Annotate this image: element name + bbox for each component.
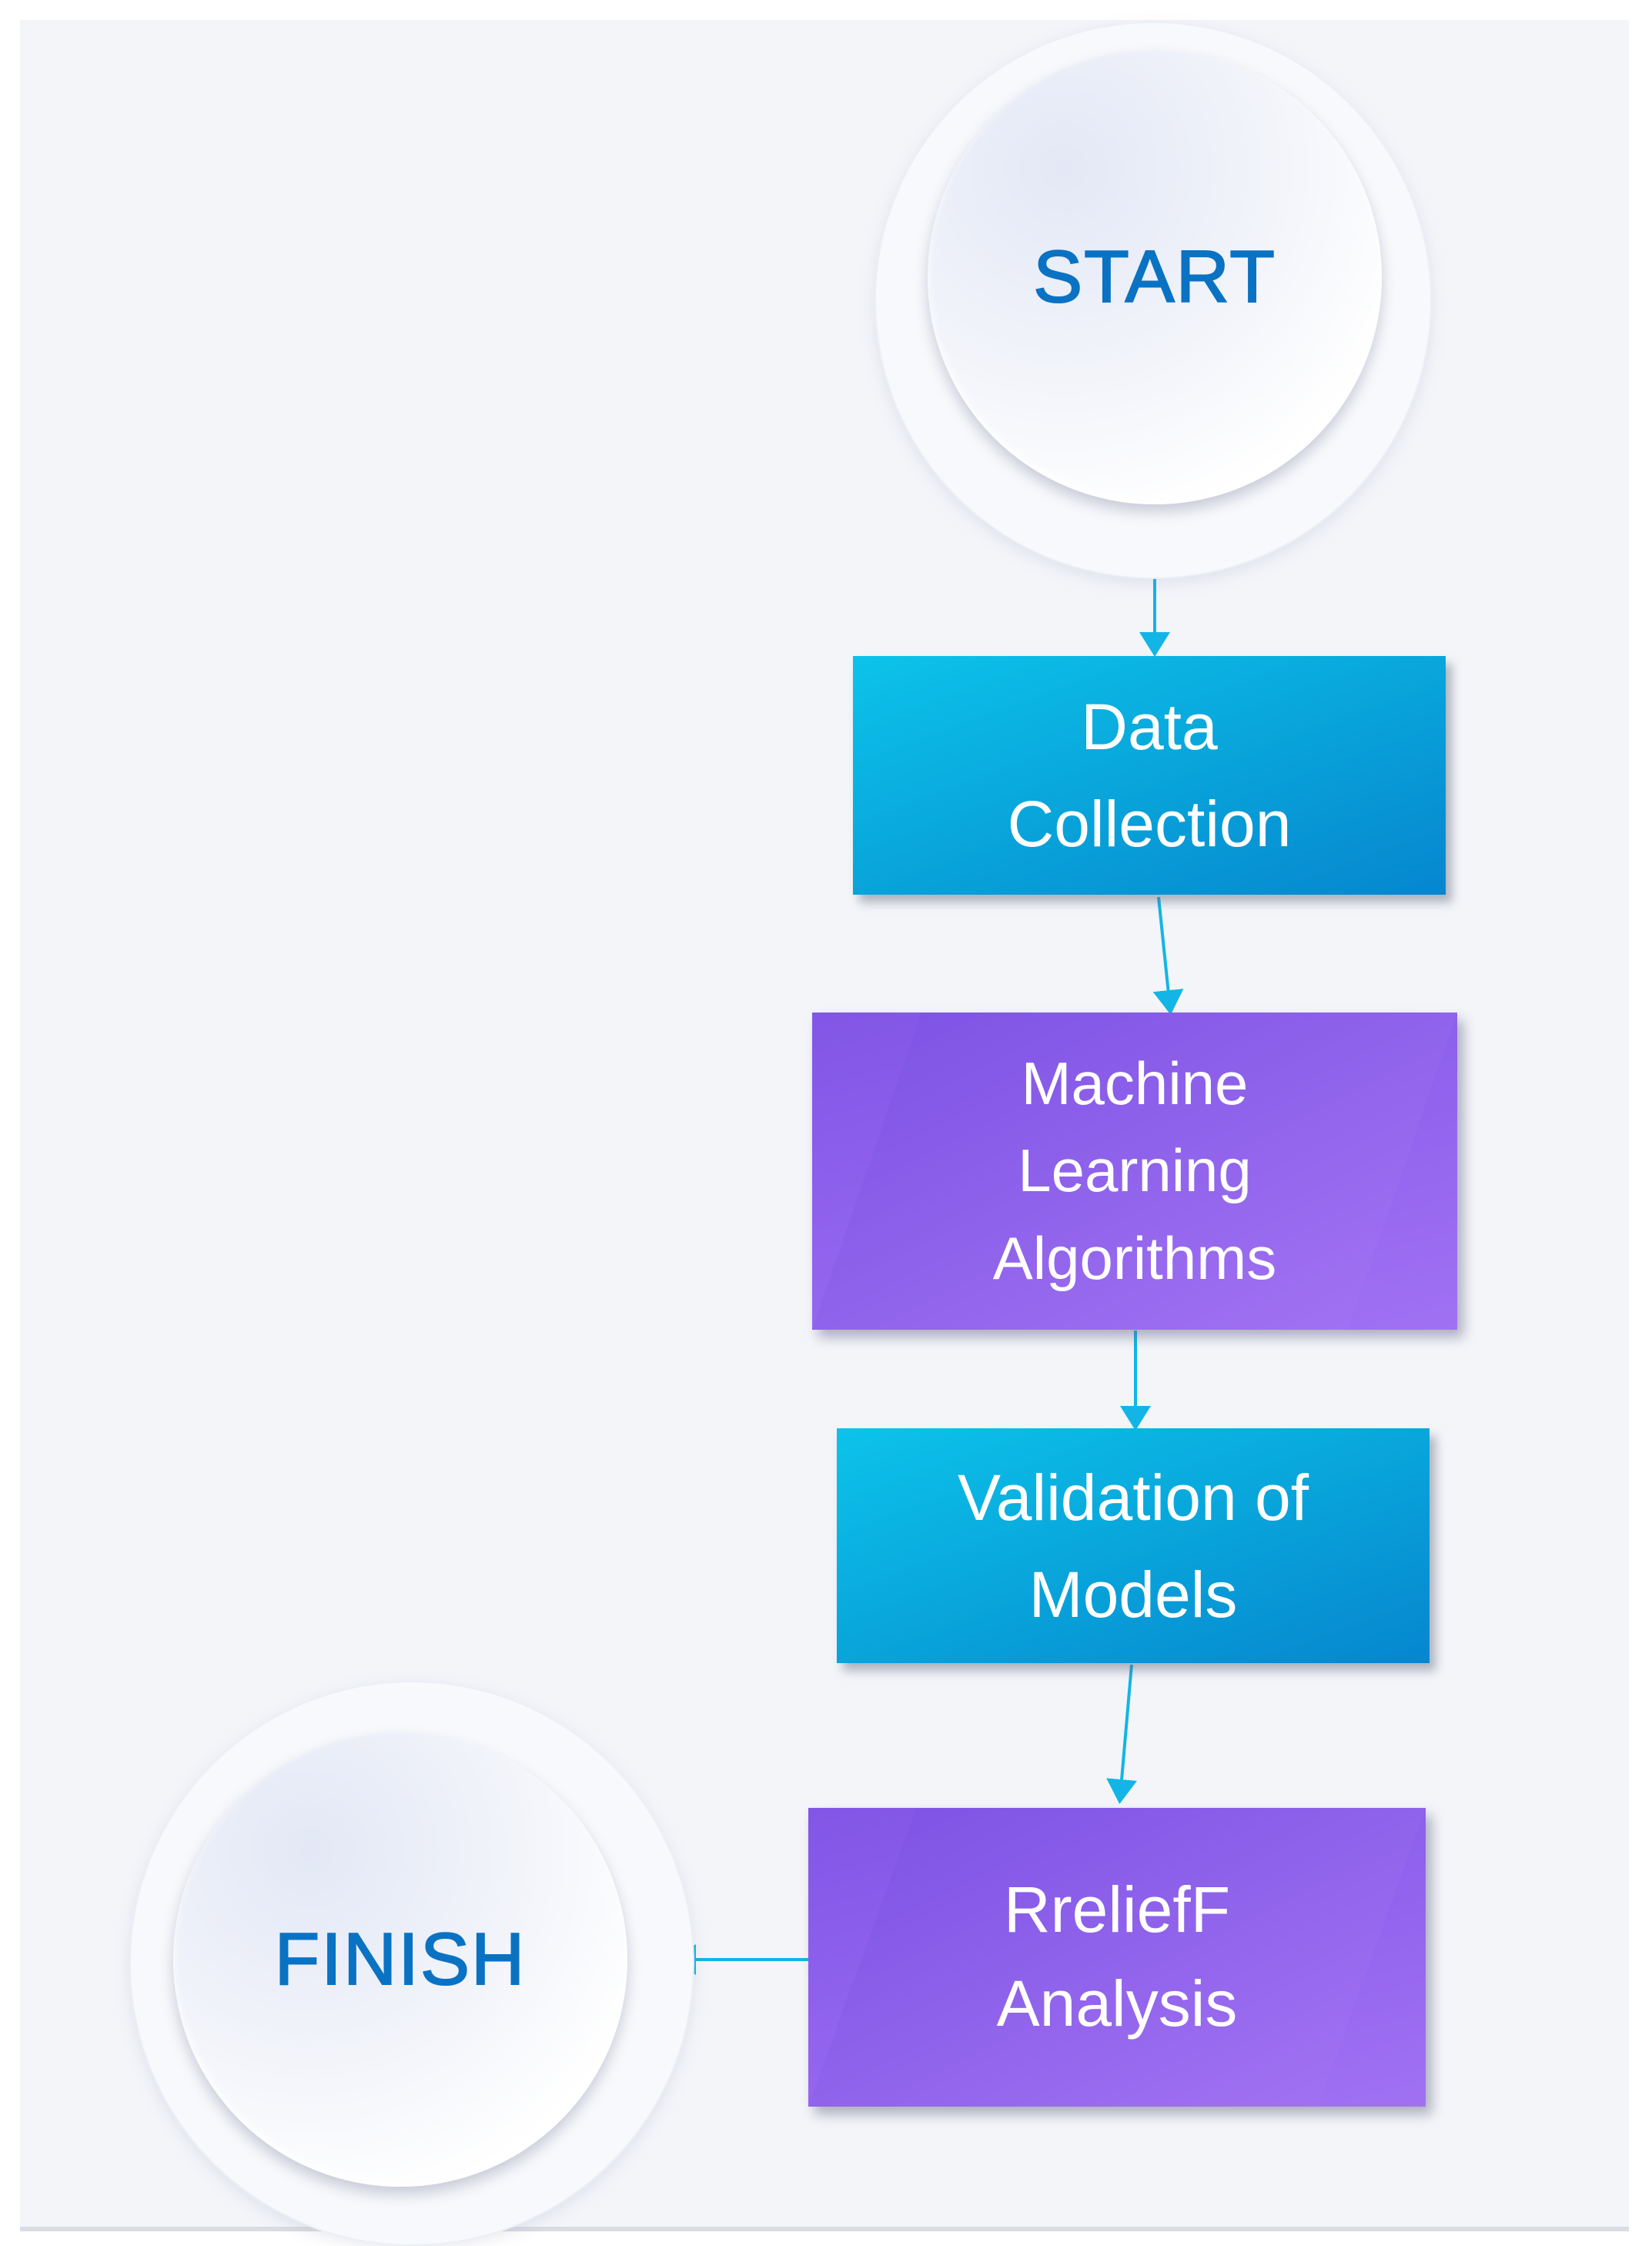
data-collection-line2: Collection <box>1007 788 1292 860</box>
start-label: START <box>1032 235 1276 319</box>
ml-algorithms-line1: Machine <box>1021 1049 1249 1118</box>
rrelieff-text: RreliefF Analysis <box>808 1808 1426 2107</box>
ml-algorithms-text: Machine Learning Algorithms <box>812 1013 1457 1330</box>
ml-algorithms-box: Machine Learning Algorithms <box>812 1013 1457 1330</box>
arrow-data-collection-to-ml <box>1152 896 1184 1015</box>
arrow-validation-to-rrelieff <box>1106 1664 1137 1804</box>
validation-line1: Validation of <box>957 1461 1309 1534</box>
validation-box: Validation of Models <box>837 1428 1430 1663</box>
ml-algorithms-line3: Algorithms <box>992 1223 1277 1292</box>
data-collection-line1: Data <box>1081 691 1218 763</box>
rrelieff-line1: RreliefF <box>1003 1873 1231 1946</box>
finish-terminator: FINISH <box>173 1732 627 2187</box>
rrelieff-shape <box>808 1808 1426 2107</box>
finish-label: FINISH <box>274 1917 527 2001</box>
ml-algorithms-line2: Learning <box>1018 1136 1252 1205</box>
rrelieff-line2: Analysis <box>996 1967 1238 2040</box>
validation-line2: Models <box>1028 1558 1238 1631</box>
data-collection-box: Data Collection <box>853 656 1446 895</box>
start-terminator: START <box>928 50 1382 504</box>
rrelieff-box: RreliefF Analysis <box>808 1808 1426 2107</box>
ml-algorithms-shape <box>812 1013 1457 1330</box>
